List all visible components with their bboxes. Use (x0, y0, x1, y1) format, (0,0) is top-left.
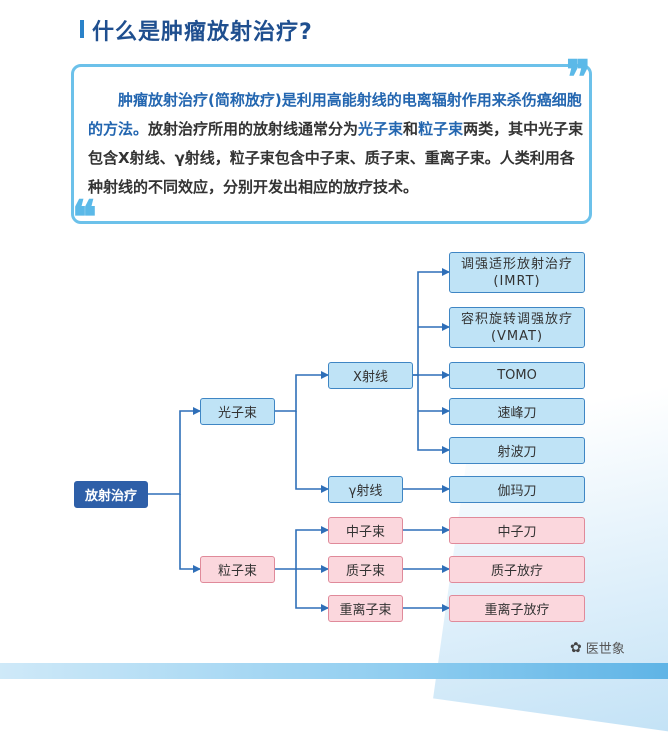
node-photon-beam: 光子束 (200, 398, 275, 425)
node-radiotherapy: 放射治疗 (74, 481, 148, 508)
definition-particle: 粒子束 (418, 120, 464, 138)
definition-box (71, 64, 592, 224)
wechat-icon: ✿ (570, 639, 582, 656)
node-heavy-ion-therapy: 重离子放疗 (449, 595, 585, 622)
node-neutron-beam: 中子束 (328, 517, 403, 544)
node-neutron-knife: 中子刀 (449, 517, 585, 544)
node-particle-beam: 粒子束 (200, 556, 275, 583)
node-gamma-knife: 伽玛刀 (449, 476, 585, 503)
node-x-ray: X射线 (328, 362, 413, 389)
node-vmat: 容积旋转调强放疗 (VMAT) (449, 307, 585, 348)
definition-part2: 两类，其中光子束包含X射线、γ射线，粒子束包含中子束、质子束、重离子束。人类利用… (88, 120, 584, 196)
watermark-text: 医世象 (585, 642, 625, 657)
bottom-band (0, 663, 668, 679)
quote-open-icon: ❞ (566, 50, 591, 104)
node-proton-beam: 质子束 (328, 556, 403, 583)
title-accent-bar (80, 20, 84, 38)
definition-text: 肿瘤放射治疗(简称放疗)是利用高能射线的电离辐射作用来杀伤癌细胞的方法。放射治疗… (88, 86, 584, 202)
definition-photon: 光子束 (358, 120, 404, 138)
quote-close-icon: ❝ (72, 190, 97, 244)
definition-part1: 放射治疗所用的放射线通常分为 (148, 120, 359, 138)
tree-connectors (148, 268, 450, 612)
node-vmat-en: (VMAT) (490, 328, 544, 344)
node-heavy-ion-beam: 重离子束 (328, 595, 403, 622)
definition-lead: 肿瘤放射治疗(简称放疗)是利用高能射线的电离辐射作用来杀伤癌细胞的方法。 (88, 91, 582, 138)
node-imrt: 调强适形放射治疗 (IMRT) (449, 252, 585, 293)
node-cyber-knife: 射波刀 (449, 437, 585, 464)
definition-and: 和 (403, 120, 419, 138)
node-speed-knife: 速峰刀 (449, 398, 585, 425)
node-vmat-cn: 容积旋转调强放疗 (460, 311, 573, 327)
page-title: 什么是肿瘤放射治疗? (92, 20, 313, 45)
node-imrt-en: (IMRT) (493, 273, 541, 289)
node-gamma-ray: γ射线 (328, 476, 403, 503)
node-proton-therapy: 质子放疗 (449, 556, 585, 583)
node-imrt-cn: 调强适形放射治疗 (460, 256, 573, 272)
node-tomo: TOMO (449, 362, 585, 389)
watermark: ✿ 医世象 (570, 638, 625, 658)
